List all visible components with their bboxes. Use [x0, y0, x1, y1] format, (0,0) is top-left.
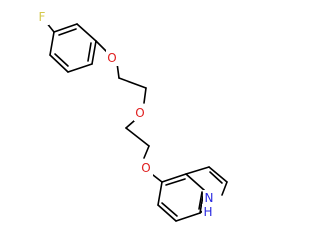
bond-indole-benz-a: [157, 181, 163, 206]
oxygen-atom-label-3: O: [141, 161, 150, 175]
fluorine-atom-label: F: [39, 10, 46, 24]
bond-pyrrole-b: [208, 166, 228, 183]
fluorophenyl-ring: [45, 21, 97, 73]
bond-pyrrole-c: [221, 181, 228, 196]
atom-labels: F O O O N H: [36, 9, 216, 220]
bond-c-o2: [143, 87, 147, 104]
indole-ring-system: [157, 166, 228, 222]
bond-ring1-d: [67, 63, 93, 73]
bond-c-c-1: [118, 77, 147, 89]
bond-ring1-b: [76, 23, 97, 42]
oxygen-atom-label-1: O: [107, 51, 116, 65]
bond-c-o3: [143, 145, 150, 159]
bond-ring1-double-2: [87, 42, 92, 62]
bond-ring1-a: [53, 23, 78, 33]
bond-indole-benz-double-1: [161, 202, 178, 217]
bond-pyrrole-a: [185, 166, 210, 175]
nitrogen-atom-label: N: [205, 191, 214, 205]
bond-ring1-f: [49, 31, 55, 56]
bond-indole-benz-double-2: [198, 191, 203, 210]
bond-ring1-double-3: [54, 53, 69, 67]
chemical-structure: F O O O N H: [36, 9, 228, 222]
ether-chain: [95, 40, 163, 183]
bond-o3-ring: [152, 174, 163, 183]
bond-c-c-2: [125, 127, 150, 147]
bond-indole-benz-e: [185, 173, 205, 191]
bond-ring1-c: [91, 40, 97, 65]
bond-pyrrole-double: [209, 171, 223, 184]
bond-indole-benz-double-3: [165, 178, 186, 186]
oxygen-atom-label-2: O: [135, 106, 144, 120]
bond-o2-c: [125, 120, 135, 129]
bond-ring1-double-1: [58, 28, 77, 36]
bond-indole-benz-c: [175, 212, 201, 222]
hydrogen-atom-label: H: [203, 205, 212, 219]
bond-indole-benz-f: [161, 173, 187, 183]
bond-indole-benz-b: [157, 204, 177, 222]
bond-ring1-e: [49, 54, 69, 73]
